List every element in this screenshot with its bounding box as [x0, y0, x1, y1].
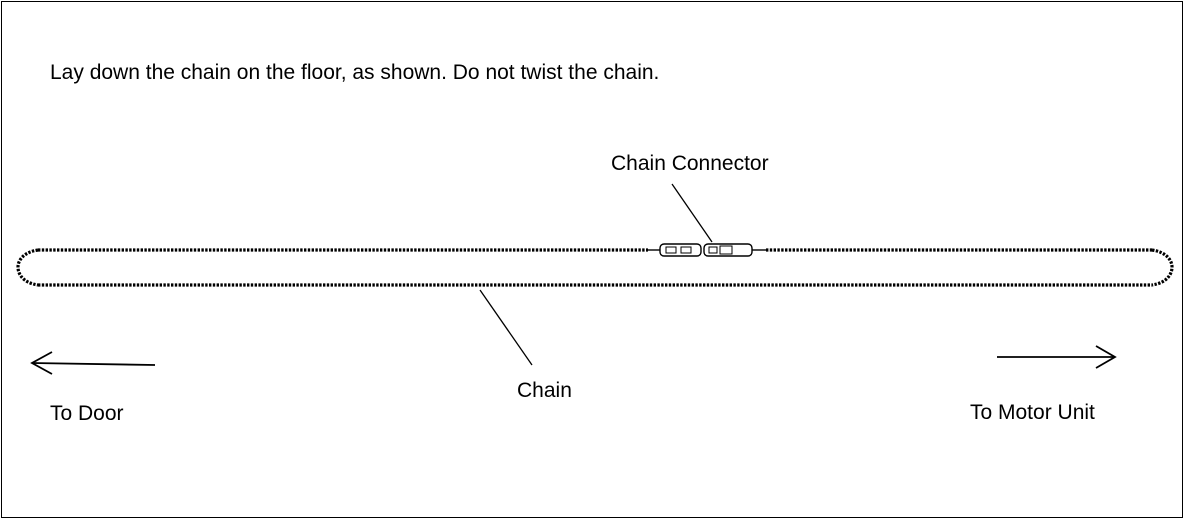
to-door-label: To Door [50, 402, 124, 425]
arrow-left-icon [30, 351, 156, 375]
chain-connector-label: Chain Connector [611, 152, 769, 175]
to-motor-unit-label: To Motor Unit [970, 401, 1095, 424]
chain-label: Chain [517, 379, 572, 402]
chain-leader [479, 289, 533, 366]
chain [16, 248, 1174, 287]
chain-connector [646, 243, 768, 257]
arrow-right-icon [997, 345, 1117, 369]
instruction-text: Lay down the chain on the floor, as show… [50, 61, 660, 84]
chain-connector-leader [671, 183, 713, 243]
